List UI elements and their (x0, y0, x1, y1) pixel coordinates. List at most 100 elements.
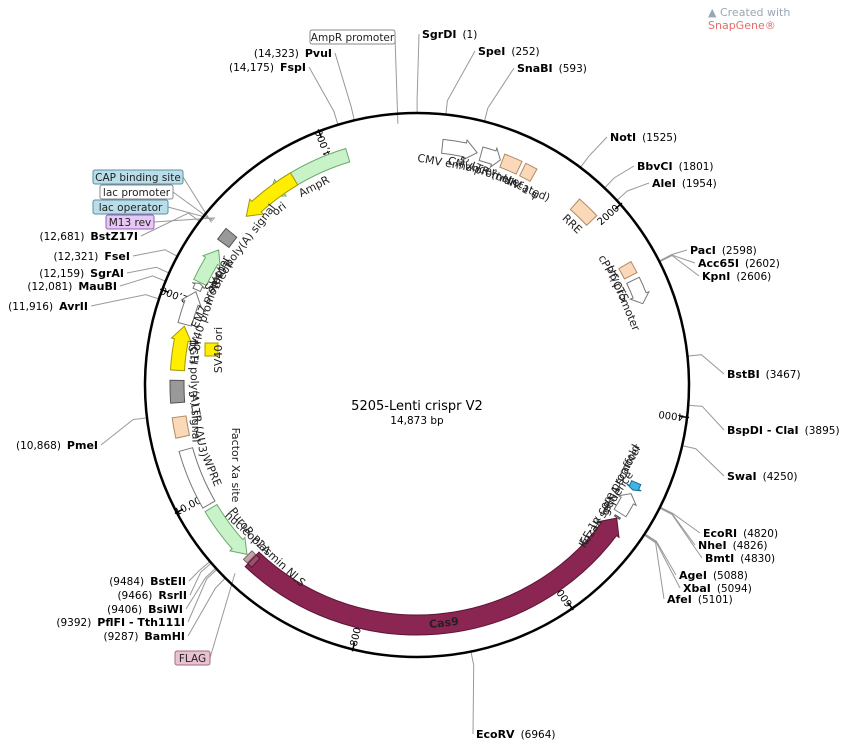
site-name: PflFI - Tth111I (97, 616, 185, 629)
box-ampr-promoter (309, 29, 396, 45)
site-leader (308, 66, 339, 125)
feature-puror (204, 503, 248, 556)
box-label: AmpR promoter (311, 32, 395, 44)
tick-label: 4000 (658, 408, 685, 422)
site-name: BmtI (705, 552, 734, 565)
plasmid-length: 14,873 bp (390, 415, 444, 427)
site-name: BstEII (150, 575, 186, 588)
site-leader (659, 254, 700, 277)
feature-5-ltr-truncated (499, 153, 523, 175)
feature-ori (245, 172, 299, 217)
site-leader (682, 445, 725, 477)
site-name: BspDI - ClaI (727, 424, 799, 437)
site-name: Acc65I (698, 257, 739, 270)
brand-prefix: Created with (719, 6, 791, 19)
feature-nucleoplasmin-nls (247, 554, 261, 568)
site-nhei: NheI(4826) (698, 539, 768, 552)
box-flag (174, 650, 211, 666)
feature-em7-promoter (191, 282, 206, 293)
box-m13-rev (105, 214, 155, 230)
site-leader (445, 50, 476, 115)
site-leader (187, 568, 218, 623)
site-ecorv: EcoRV(6964) (476, 728, 556, 741)
site-name: BstZ17I (90, 230, 138, 243)
tick-mark (351, 642, 356, 652)
site-leader (126, 266, 170, 274)
box-label: lac operator (99, 202, 163, 214)
site-position: (5101) (698, 594, 733, 606)
site-maubi: (12,081)MauBI (27, 280, 117, 293)
plasmid-name: 5205-Lenti crispr V2 (351, 399, 483, 414)
feature-f1-ori (169, 325, 192, 372)
site-leader-lines (90, 33, 725, 735)
site-position: (12,159) (39, 268, 84, 280)
site-avrii: (11,916)AvrII (8, 300, 88, 313)
site-position: (9392) (56, 617, 91, 629)
site-position: (1954) (682, 178, 717, 190)
site-bstbi: BstBI(3467) (727, 368, 801, 381)
site-bsiwi: (9406)BsiWI (107, 603, 183, 616)
site-name: SnaBI (517, 62, 553, 75)
site-noti: NotI(1525) (610, 131, 677, 144)
site-leader (132, 249, 178, 257)
site-position: (4830) (740, 553, 775, 565)
site-position: (4826) (733, 540, 768, 552)
site-position: (14,323) (254, 48, 299, 60)
box-lac-promoter (99, 184, 174, 200)
site-kpni: KpnI (2606) (702, 270, 771, 283)
site-afei: AfeI (5101) (667, 593, 733, 606)
site-name: KpnI (702, 270, 730, 283)
site-leader (185, 567, 217, 610)
feature-arcs (169, 138, 650, 636)
site-leader (187, 577, 226, 637)
site-name: AfeI (667, 593, 692, 606)
site-leader (470, 651, 475, 735)
box-leader (153, 217, 216, 223)
site-name: PvuI (305, 47, 332, 60)
box-leader (167, 206, 215, 220)
site-name: AleI (652, 177, 676, 190)
box-label: CAP binding site (95, 172, 181, 184)
feature-3-ltr-u3 (171, 415, 191, 439)
site-leader (604, 165, 635, 189)
feature-cmv-promoter (478, 146, 501, 169)
site-bspdi-clai: BspDI - ClaI(3895) (727, 424, 840, 437)
site-leader (483, 67, 515, 122)
site-sgrai: (12,159)SgrAI (39, 267, 124, 280)
site-xbai: XbaI(5094) (683, 582, 752, 595)
site-leader (616, 182, 650, 201)
site-name: FseI (104, 250, 130, 263)
site-leader (579, 136, 608, 168)
site-name: PmeI (67, 439, 98, 452)
site-position: (12,081) (27, 281, 72, 293)
tick-mark (567, 602, 574, 611)
site-name: BbvCI (637, 160, 673, 173)
box-leader (182, 176, 212, 223)
feature-label-f1-ori: f1 ori (188, 335, 205, 365)
site-rsrii: (9466)RsrII (117, 589, 187, 602)
site-leader (644, 533, 681, 589)
site-name: AvrII (59, 300, 88, 313)
brand-name: SnapGene® (708, 19, 776, 32)
site-position: (2606) (736, 271, 771, 283)
feature-kozak-sequence (613, 514, 622, 521)
site-pvui: (14,323) PvuI (254, 47, 332, 60)
feature-sv40-ori (204, 342, 219, 357)
site-bstz17i: (12,681) BstZ17I (39, 230, 138, 243)
site-position: (14,175) (229, 62, 274, 74)
box-leader (394, 36, 399, 124)
site-leader (659, 507, 703, 559)
feature-cas9 (244, 517, 620, 636)
site-pflfi-tth111i: (9392) PflFI - Tth111I (56, 616, 185, 629)
site-fspi: (14,175)FspI (229, 61, 306, 74)
site-position: (3467) (766, 369, 801, 381)
site-name: SwaI (727, 470, 757, 483)
feature-cppt-cts (618, 260, 638, 280)
site-position: (593) (559, 63, 587, 75)
site-position: (12,681) (39, 231, 84, 243)
feature-grna-scaffold (626, 479, 642, 492)
feature-ef-1-core-promoter (613, 493, 638, 518)
site-position: (4820) (743, 528, 778, 540)
